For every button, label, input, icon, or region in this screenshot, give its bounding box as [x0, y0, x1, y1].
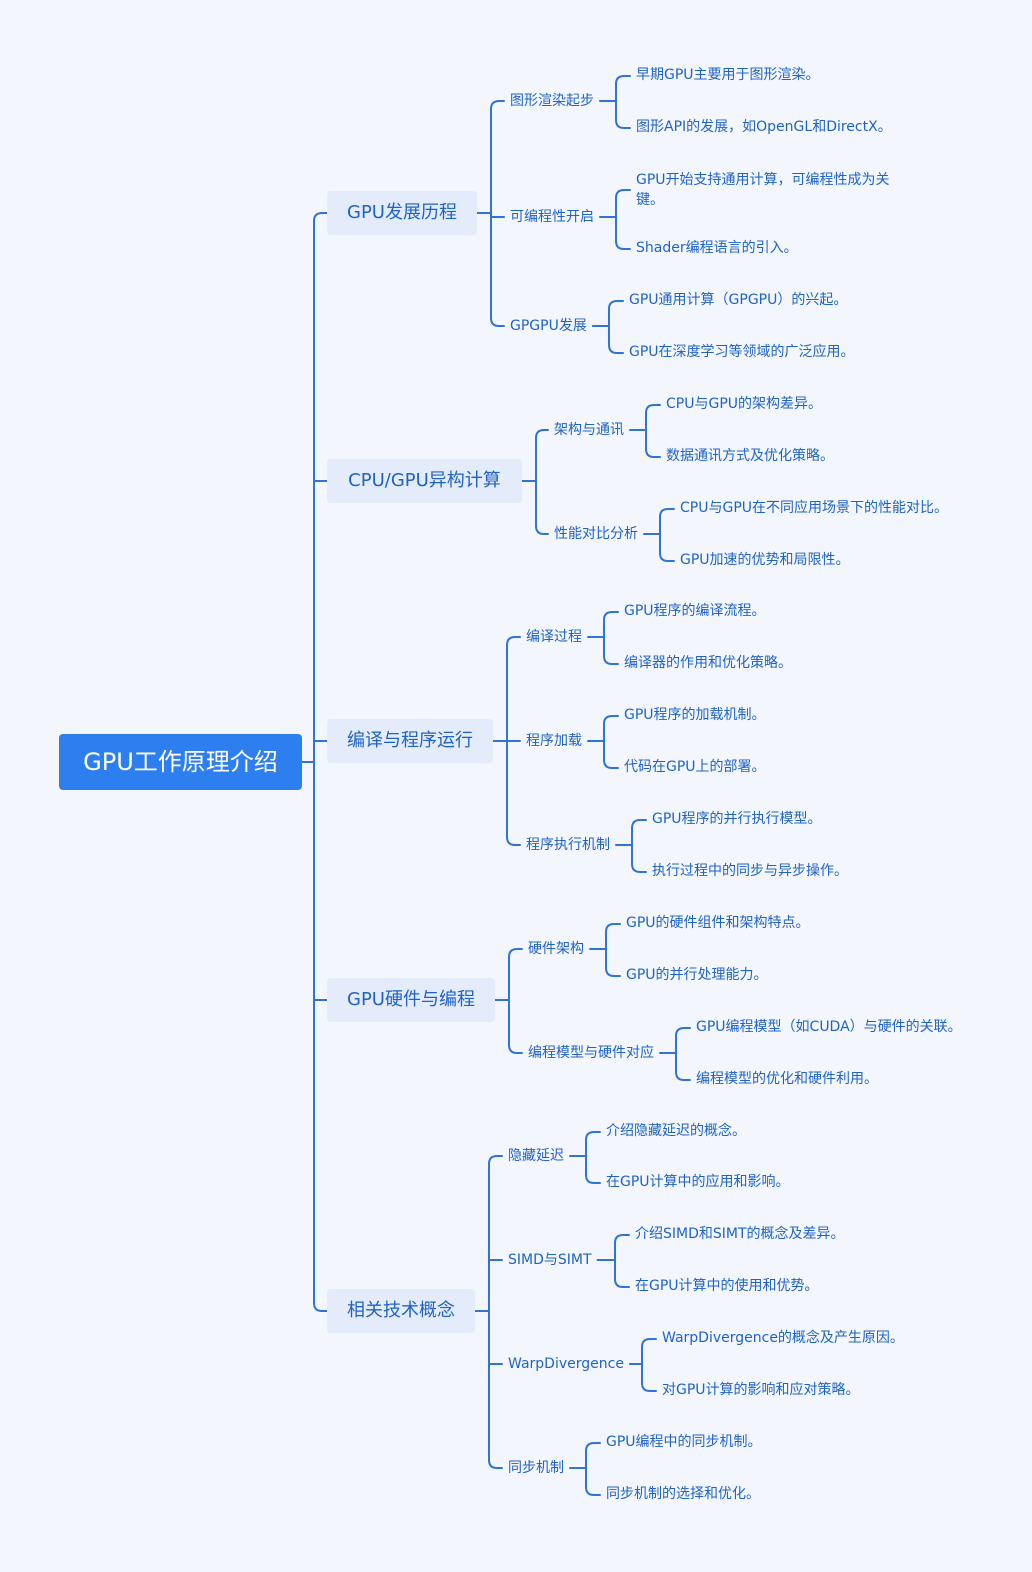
connector-line	[659, 508, 675, 518]
connector-line	[508, 948, 523, 958]
leaf-note: GPU程序的并行执行模型。	[652, 811, 822, 827]
connector-line	[659, 552, 675, 562]
leaf-note: Shader编程语言的引入。	[636, 240, 798, 256]
connector-line	[506, 836, 521, 846]
branch-node[interactable]: 相关技术概念	[327, 1289, 475, 1333]
connector-line	[488, 1459, 503, 1469]
branch-node[interactable]: GPU发展历程	[327, 191, 477, 235]
connector-line	[313, 1302, 328, 1312]
sub-topic[interactable]: 编译过程	[526, 629, 582, 645]
connector-line	[535, 525, 549, 535]
connector-line	[614, 1278, 630, 1288]
leaf-note: GPU在深度学习等领域的广泛应用。	[629, 344, 855, 360]
connector-line	[585, 1442, 601, 1452]
connector-line	[490, 100, 505, 110]
connector-line	[614, 1234, 630, 1244]
connector-line	[508, 1044, 523, 1054]
leaf-note: GPU程序的编译流程。	[624, 603, 766, 619]
connector-line	[615, 75, 631, 85]
leaf-note: GPU开始支持通用计算，可编程性成为关键。	[636, 172, 890, 208]
connector-line	[585, 1486, 601, 1496]
leaf-note: GPU编程中的同步机制。	[606, 1434, 762, 1450]
connector-line	[603, 611, 619, 621]
connector-line	[488, 1155, 503, 1165]
connector-line	[490, 317, 505, 327]
connector-line	[615, 240, 631, 250]
leaf-note: 执行过程中的同步与异步操作。	[652, 863, 848, 879]
leaf-note: GPU编程模型（如CUDA）与硬件的关联。	[696, 1019, 962, 1035]
leaf-note: 在GPU计算中的应用和影响。	[606, 1174, 790, 1190]
branch-node[interactable]: 编译与程序运行	[327, 719, 493, 763]
connector-line	[615, 119, 631, 129]
connector-line	[585, 1131, 601, 1141]
leaf-note: CPU与GPU的架构差异。	[666, 396, 823, 412]
root-node[interactable]: GPU工作原理介绍	[59, 734, 302, 790]
leaf-note: GPU的硬件组件和架构特点。	[626, 915, 810, 931]
leaf-note: 同步机制的选择和优化。	[606, 1486, 760, 1502]
sub-topic[interactable]: 程序执行机制	[526, 837, 610, 853]
connector-line	[675, 1071, 691, 1081]
leaf-note: 在GPU计算中的使用和优势。	[635, 1278, 819, 1294]
leaf-note: GPU加速的优势和局限性。	[680, 552, 850, 568]
connector-line	[313, 212, 328, 222]
leaf-note: 图形API的发展，如OpenGL和DirectX。	[636, 119, 892, 135]
leaf-note: GPU通用计算（GPGPU）的兴起。	[629, 292, 848, 308]
leaf-note: CPU与GPU在不同应用场景下的性能对比。	[680, 500, 949, 516]
leaf-note: 代码在GPU上的部署。	[624, 759, 766, 775]
sub-topic[interactable]: GPGPU发展	[510, 318, 587, 334]
connector-line	[535, 429, 549, 439]
leaf-note: 介绍隐藏延迟的概念。	[606, 1123, 746, 1139]
sub-topic[interactable]: 架构与通讯	[554, 422, 624, 438]
connector-line	[631, 863, 647, 873]
connector-line	[641, 1338, 657, 1348]
connector-line	[645, 448, 661, 458]
connector-line	[585, 1174, 601, 1184]
leaf-note: 早期GPU主要用于图形渲染。	[636, 67, 820, 83]
sub-topic[interactable]: SIMD与SIMT	[508, 1252, 592, 1268]
sub-topic[interactable]: 可编程性开启	[510, 209, 594, 225]
sub-topic[interactable]: 同步机制	[508, 1460, 564, 1476]
leaf-note: GPU的并行处理能力。	[626, 967, 768, 983]
sub-topic[interactable]: 性能对比分析	[554, 526, 638, 542]
connector-line	[605, 967, 621, 977]
connector-line	[615, 189, 631, 199]
connector-line	[631, 819, 647, 829]
leaf-note: 数据通讯方式及优化策略。	[666, 448, 834, 464]
branch-node[interactable]: GPU硬件与编程	[327, 978, 495, 1022]
connector-line	[605, 923, 621, 933]
connector-line	[603, 759, 619, 769]
connector-line	[608, 344, 624, 354]
sub-topic[interactable]: 编程模型与硬件对应	[528, 1045, 654, 1061]
connector-line	[506, 636, 521, 646]
leaf-note: 介绍SIMD和SIMT的概念及差异。	[635, 1226, 845, 1242]
sub-topic[interactable]: 程序加载	[526, 733, 582, 749]
leaf-note: 对GPU计算的影响和应对策略。	[662, 1382, 860, 1398]
branch-node[interactable]: CPU/GPU异构计算	[327, 459, 522, 503]
leaf-note: WarpDivergence的概念及产生原因。	[662, 1330, 904, 1346]
leaf-note: 编译器的作用和优化策略。	[624, 655, 792, 671]
connector-line	[645, 404, 661, 414]
connector-line	[608, 300, 624, 310]
connector-line	[603, 655, 619, 665]
connector-line	[603, 715, 619, 725]
sub-topic[interactable]: 隐藏延迟	[508, 1148, 564, 1164]
sub-topic[interactable]: 硬件架构	[528, 941, 584, 957]
connector-line	[641, 1382, 657, 1392]
sub-topic[interactable]: 图形渲染起步	[510, 93, 594, 109]
leaf-note: 编程模型的优化和硬件利用。	[696, 1071, 878, 1087]
sub-topic[interactable]: WarpDivergence	[508, 1356, 624, 1372]
leaf-note: GPU程序的加载机制。	[624, 707, 766, 723]
connector-line	[675, 1027, 691, 1037]
